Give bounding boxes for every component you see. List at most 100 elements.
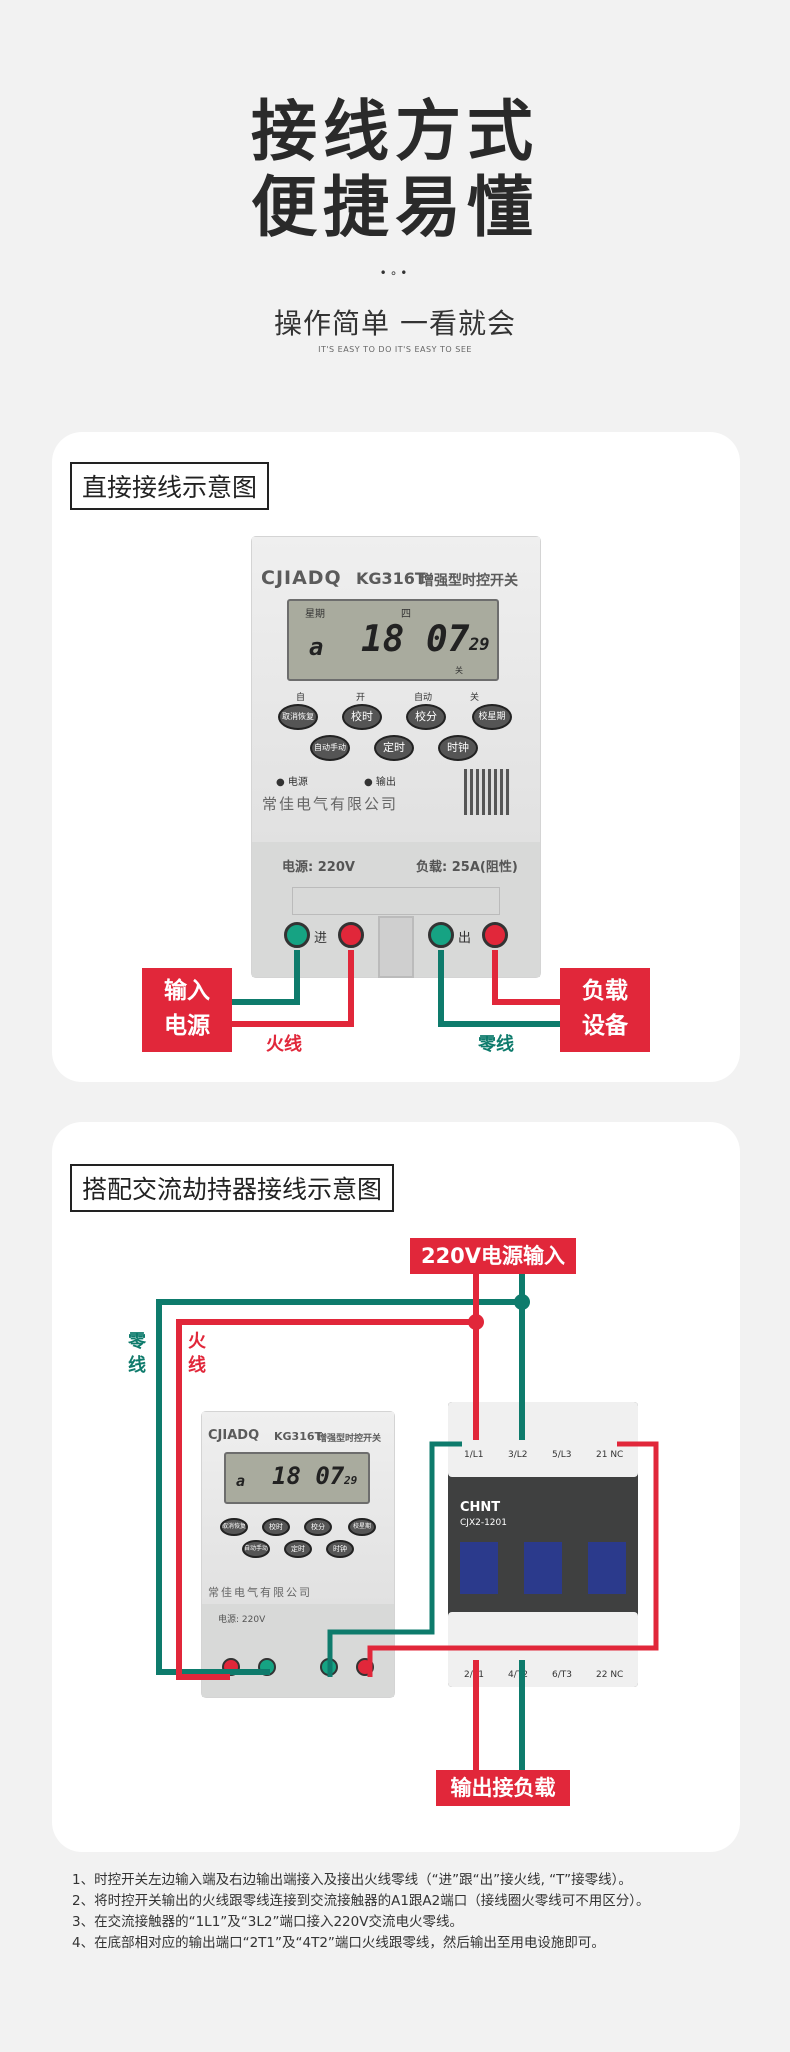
small-out-neutral-terminal[interactable]: [320, 1658, 338, 1676]
input-tag-line1: 输入: [164, 978, 210, 1004]
output-fire-terminal[interactable]: [482, 922, 508, 948]
small-company-name: 常佳电气有限公司: [208, 1586, 312, 1599]
note-item: 2、将时控开关输出的火线跟零线连接到交流接触器的A1跟A2端口（接线圈火零线可不…: [72, 1893, 650, 1909]
clock-button[interactable]: 时钟: [438, 735, 478, 761]
small-lcd-seconds: 29: [344, 1474, 358, 1487]
lcd-time: 18 07: [361, 619, 470, 660]
contactor-top-terminals: [448, 1402, 638, 1477]
small-lcd-mode: a: [236, 1472, 246, 1490]
section1-label: 直接接线示意图: [70, 462, 270, 510]
company-name: 常佳电气有限公司: [262, 795, 399, 813]
input-power-tag: 输入 电源: [142, 968, 232, 1052]
small-in-fire-terminal[interactable]: [222, 1658, 240, 1676]
mode-label-3: 自动: [414, 693, 433, 703]
neutral-wire-label: 零线: [478, 1034, 514, 1055]
contactor-window-3: [588, 1542, 626, 1594]
model-description: 增强型时控开关: [420, 573, 518, 589]
divider-dots: •∘•: [379, 266, 411, 280]
small-model-description: 增强型时控开关: [318, 1434, 382, 1444]
small-power-spec: 电源: 220V: [218, 1615, 266, 1625]
fire-wire-label: 火线: [266, 1034, 302, 1055]
terminal-cover: [292, 887, 500, 915]
qr-code: [464, 769, 510, 815]
contactor-window-1: [460, 1542, 498, 1594]
power-input-tag: 220V电源输入: [410, 1238, 576, 1274]
contactor-window-2: [524, 1542, 562, 1594]
input-neutral-terminal[interactable]: [338, 922, 364, 948]
load-device-tag: 负载 设备: [560, 968, 650, 1052]
lcd-seconds: 29: [469, 635, 490, 655]
note-item: 4、在底部相对应的输出端口“2T1”及“4T2”端口火线跟零线，然后输出至用电设…: [72, 1935, 605, 1951]
terminal-4T2: 4/T2: [508, 1670, 528, 1680]
contactor-model: CJX2-1201: [460, 1518, 507, 1528]
terminal-22NC: 22 NC: [596, 1670, 624, 1680]
set-minute-button[interactable]: 校分: [406, 704, 446, 730]
lcd-week-value: 四: [401, 609, 411, 620]
installation-notes: 1、时控开关左边输入端及右边输出端接入及接出火线零线（“进”跟“出”接火线, “…: [72, 1870, 650, 1954]
auto-manual-button[interactable]: 自动手动: [310, 735, 350, 761]
power-indicator-label: 电源: [287, 777, 308, 788]
small-auto-manual-button[interactable]: 自动手动: [242, 1540, 270, 1558]
contactor-brand: CHNT: [460, 1500, 501, 1515]
small-set-week-button[interactable]: 校星期: [348, 1518, 376, 1536]
load-spec: 负载: 25A(阻性): [416, 860, 518, 875]
small-terminal-section: 电源: 220V: [202, 1604, 394, 1697]
output-indicator-label: 输出: [375, 777, 396, 788]
lcd-mode: a: [309, 633, 324, 661]
small-set-minute-button[interactable]: 校分: [304, 1518, 332, 1536]
direct-wiring-card: 直接接线示意图 CJIADQ KG316T 增强型时控开关 星期 四 a 18 …: [52, 432, 740, 1082]
load-tag-line1: 负载: [582, 978, 628, 1004]
lcd-week-label: 星期: [305, 609, 325, 620]
small-clock-button[interactable]: 时钟: [326, 1540, 354, 1558]
small-lcd-time: 18 07: [272, 1462, 345, 1490]
input-fire-terminal[interactable]: [284, 922, 310, 948]
terminal-5L3: 5/L3: [552, 1450, 572, 1460]
set-week-button[interactable]: 校星期: [472, 704, 512, 730]
fire-vertical-label: 火线: [188, 1331, 206, 1376]
small-lcd-screen: a 18 07 29: [224, 1452, 370, 1504]
terminal-2T1: 2/T1: [464, 1670, 484, 1680]
junction-neutral: [514, 1294, 530, 1310]
small-model-number: KG316T: [274, 1430, 323, 1443]
small-brand-logo: CJIADQ: [208, 1428, 260, 1443]
small-timer-button[interactable]: 定时: [284, 1540, 312, 1558]
small-set-hour-button[interactable]: 校时: [262, 1518, 290, 1536]
terminal-6T3: 6/T3: [552, 1670, 572, 1680]
device-terminal-section: 电源: 220V 负载: 25A(阻性) 进 出: [252, 842, 540, 978]
set-hour-button[interactable]: 校时: [342, 704, 382, 730]
neutral-vertical-label: 零线: [128, 1331, 146, 1376]
terminal-3L2: 3/L2: [508, 1450, 528, 1460]
contactor-wiring-card: 搭配交流劫持器接线示意图 CJIADQ KG316T 增强型时控开关 a 18 …: [52, 1122, 740, 1852]
small-cancel-button[interactable]: 取消恢复: [220, 1518, 248, 1536]
timer-switch-device: CJIADQ KG316T 增强型时控开关 星期 四 a 18 07 29 关 …: [252, 537, 540, 978]
timer-button[interactable]: 定时: [374, 735, 414, 761]
small-in-neutral-terminal[interactable]: [258, 1658, 276, 1676]
terminal-1L1: 1/L1: [464, 1450, 484, 1460]
load-tag-line2: 设备: [582, 1013, 628, 1039]
lcd-off-indicator: 关: [455, 666, 463, 675]
din-clip: [378, 916, 414, 978]
output-indicator: ● 输出: [364, 777, 396, 788]
in-label: 进: [314, 931, 328, 946]
input-tag-line2: 电源: [164, 1013, 210, 1039]
small-out-fire-terminal[interactable]: [356, 1658, 374, 1676]
brand-logo: CJIADQ: [261, 567, 342, 589]
subtitle-en: IT'S EASY TO DO IT'S EASY TO SEE: [318, 345, 472, 354]
lcd-screen: 星期 四 a 18 07 29 关: [287, 599, 499, 681]
hero-title-line1: 接线方式: [251, 93, 539, 170]
power-spec: 电源: 220V: [282, 860, 355, 875]
hero-title-line2: 便捷易懂: [251, 169, 539, 246]
subtitle: 操作简单 一看就会: [274, 307, 516, 340]
out-label: 出: [458, 931, 472, 946]
terminal-21NC: 21 NC: [596, 1450, 624, 1460]
note-item: 3、在交流接触器的“1L1”及“3L2”端口接入220V交流电火零线。: [72, 1914, 463, 1930]
junction-fire: [468, 1314, 484, 1330]
section2-label: 搭配交流劫持器接线示意图: [70, 1164, 395, 1212]
output-load-tag: 输出接负载: [436, 1770, 570, 1806]
mode-label-4: 关: [470, 693, 480, 703]
power-indicator: ● 电源: [276, 777, 308, 788]
timer-switch-small: CJIADQ KG316T 增强型时控开关 a 18 07 29 取消恢复 校时…: [202, 1412, 394, 1697]
model-number: KG316T: [356, 569, 426, 588]
cancel-restore-button[interactable]: 取消恢复: [278, 704, 318, 730]
output-neutral-terminal[interactable]: [428, 922, 454, 948]
